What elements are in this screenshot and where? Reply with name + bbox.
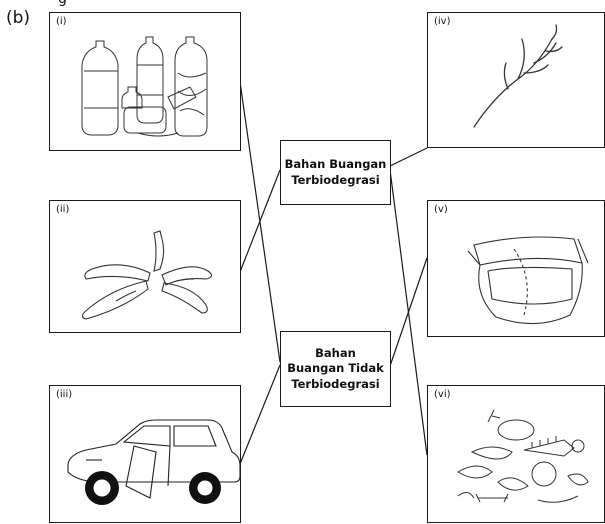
category-nonbio-line-2: Buangan Tidak bbox=[287, 361, 384, 376]
category-bio-line-1: Bahan Buangan bbox=[284, 156, 387, 171]
car-icon bbox=[67, 419, 241, 505]
item-box-i: (i) bbox=[49, 12, 241, 151]
plastic-bottles-icon bbox=[81, 36, 208, 137]
diaper-icon bbox=[467, 236, 589, 325]
item-label-iv: (iv) bbox=[434, 16, 451, 27]
item-box-ii: (ii) bbox=[49, 200, 241, 333]
item-label-iii: (iii) bbox=[56, 389, 73, 400]
item-box-v: (v) bbox=[427, 200, 605, 337]
item-box-iii: (iii) bbox=[49, 385, 241, 523]
category-non-biodegradable: Bahan Buangan Tidak Terbiodegrasi bbox=[280, 331, 391, 407]
line-ii-bio bbox=[239, 169, 281, 273]
line-iv-bio bbox=[389, 147, 428, 167]
part-label: (b) bbox=[6, 8, 31, 28]
item-box-iv: (iv) bbox=[427, 12, 605, 148]
tree-branch-icon bbox=[473, 24, 563, 128]
category-bio-line-2: Terbiodegrasi bbox=[291, 172, 380, 187]
item-label-ii: (ii) bbox=[56, 204, 70, 215]
category-nonbio-line-1: Bahan bbox=[315, 345, 356, 360]
item-label-i: (i) bbox=[56, 16, 67, 27]
item-label-vi: (vi) bbox=[434, 389, 451, 400]
category-nonbio-line-3: Terbiodegrasi bbox=[291, 376, 380, 391]
line-vi-bio bbox=[389, 169, 428, 456]
category-biodegradable: Bahan Buangan Terbiodegrasi bbox=[280, 140, 391, 205]
item-label-v: (v) bbox=[434, 204, 448, 215]
banana-peel-icon bbox=[81, 230, 213, 320]
food-scraps-icon bbox=[457, 409, 589, 503]
line-iii-nonbio bbox=[239, 364, 281, 465]
item-box-vi: (vi) bbox=[427, 385, 605, 523]
cut-heading-fragment: g bbox=[58, 0, 67, 7]
